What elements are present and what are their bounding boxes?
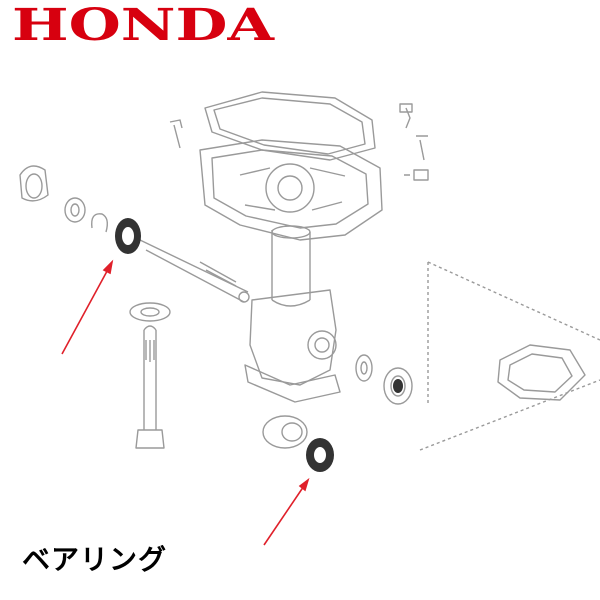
left-circlip [91,213,109,233]
bevel-gear [262,415,308,449]
highlighted-bearing-upper [115,218,141,254]
red-arrow-icon [61,259,114,355]
bolts [169,103,429,181]
drive-shaft [139,239,250,303]
honda-logo-art: HONDA [12,0,275,50]
top-gasket [204,91,376,161]
seal-dark [393,379,403,393]
svg-text:HONDA: HONDA [12,0,275,50]
lower-gear-case [244,289,341,403]
upper-small-bearing [129,302,171,322]
left-bearing [64,197,86,223]
right-bearing [355,354,373,382]
spline-shaft [135,325,165,449]
honda-logo: HONDA [10,0,280,50]
shaft-tube [271,225,311,307]
left-seal [19,165,49,202]
part-caption: ベアリング [22,543,168,576]
gear-housing [199,139,383,241]
right-seal [383,367,413,405]
highlighted-bearing-lower [306,438,334,472]
red-arrow-icon [263,477,310,546]
right-cover [497,344,586,401]
